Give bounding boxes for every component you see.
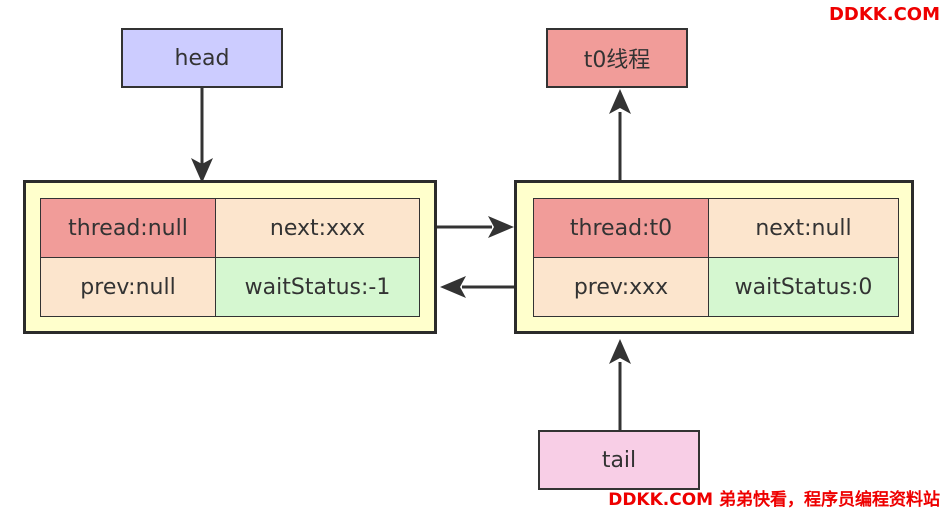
watermark-bottom: DDKK.COM 弟弟快看，程序员编程资料站 [608,490,940,510]
node2-next-cell: next:null [708,198,899,258]
thread-arrowhead [609,89,631,114]
node1-next-label: next:xxx [269,215,366,241]
node1-thread-cell: thread:null [40,198,216,258]
tail-arrowhead [609,339,631,364]
node1-waitstatus-label: waitStatus:-1 [244,274,391,300]
node-2: thread:t0 next:null prev:xxx waitStatus:… [514,180,914,334]
node1-prev-cell: prev:null [40,257,216,317]
node2-waitstatus-cell: waitStatus:0 [708,257,899,317]
node2-waitstatus-label: waitStatus:0 [734,274,873,300]
head-label: head [174,45,230,71]
node1-waitstatus-cell: waitStatus:-1 [215,257,420,317]
node-1: thread:null next:xxx prev:null waitStatu… [23,180,437,334]
node1-next-cell: next:xxx [215,198,420,258]
head-box: head [121,28,283,88]
watermark-top: DDKK.COM [828,4,940,25]
head-to-node1-arrowhead [191,158,213,183]
tail-label: tail [601,447,637,473]
node2-prev-cell: prev:xxx [533,257,709,317]
tail-box: tail [538,430,700,490]
node1-prev-label: prev:null [80,274,176,300]
node2-thread-cell: thread:t0 [533,198,709,258]
node2-thread-label: thread:t0 [569,215,673,241]
node1-thread-label: thread:null [68,215,188,241]
thread-t0-label: t0线程 [583,48,651,73]
node2-prev-label: prev:xxx [573,274,669,300]
next-arrowhead [488,216,514,238]
prev-arrowhead [440,276,466,298]
thread-t0-box: t0线程 [546,28,688,88]
node2-next-label: next:null [755,215,852,241]
